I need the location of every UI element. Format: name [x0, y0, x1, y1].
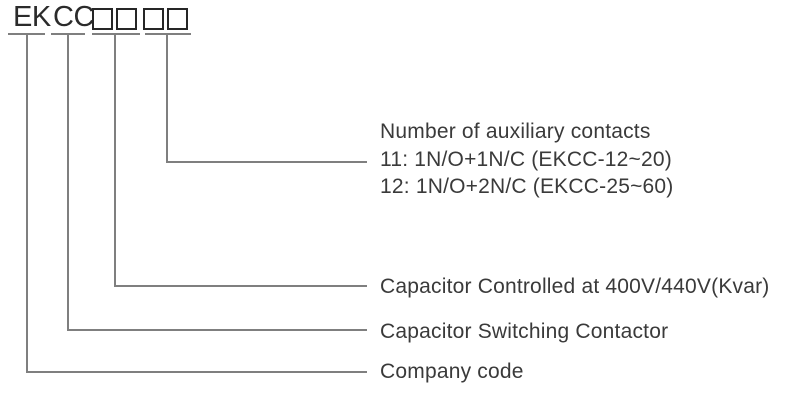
- code-placeholder-group-aux: [143, 8, 188, 30]
- label-company-code: Company code: [380, 360, 524, 383]
- connector-vertical-aux-contacts: [166, 34, 168, 162]
- label-capacitor-controlled: Capacitor Controlled at 400V/440V(Kvar): [380, 275, 770, 298]
- underline-aux-boxes: [145, 33, 191, 35]
- connector-vertical-company-code: [26, 34, 28, 372]
- connector-horizontal-switching-contactor: [67, 329, 367, 331]
- label-capacitor-switching: Capacitor Switching Contactor: [380, 320, 669, 343]
- code-placeholder-box: [167, 8, 188, 30]
- code-segment-series: CC: [53, 1, 94, 33]
- aux-contacts-option-11: 11: 1N/O+1N/C (EKCC-12~20): [380, 147, 672, 171]
- connector-horizontal-aux-contacts: [166, 161, 367, 163]
- code-placeholder-box: [92, 8, 113, 30]
- underline-voltage-boxes: [92, 33, 140, 35]
- connector-vertical-switching-contactor: [67, 34, 69, 330]
- connector-vertical-capacitor-controlled: [114, 34, 116, 286]
- code-placeholder-box: [143, 8, 164, 30]
- code-segment-prefix: EK: [13, 1, 51, 33]
- connector-horizontal-capacitor-controlled: [114, 285, 367, 287]
- code-placeholder-group-voltage: [92, 8, 137, 30]
- aux-contacts-title: Number of auxiliary contacts: [380, 120, 651, 143]
- aux-contacts-option-12: 12: 1N/O+2N/C (EKCC-25~60): [380, 175, 674, 198]
- label-aux-contacts: Number of auxiliary contacts 11: 1N/O+1N…: [380, 118, 674, 201]
- code-placeholder-box: [116, 8, 137, 30]
- connector-horizontal-company-code: [26, 371, 367, 373]
